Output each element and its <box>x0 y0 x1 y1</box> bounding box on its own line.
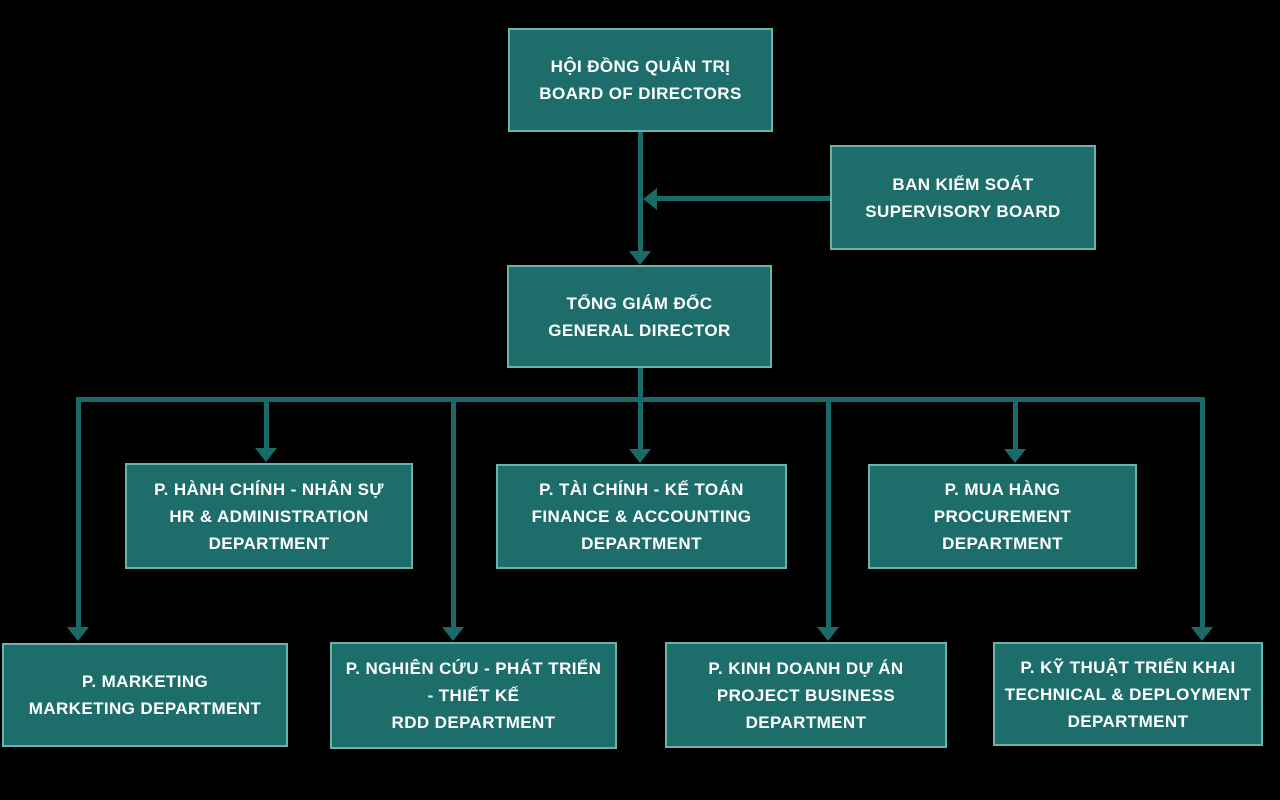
arrowhead-procurement-icon <box>1004 449 1026 463</box>
node-general-director-label: TỔNG GIÁM ĐỐC GENERAL DIRECTOR <box>548 293 731 340</box>
connector-director-to-bus <box>638 367 643 399</box>
node-marketing: P. MARKETING MARKETING DEPARTMENT <box>2 643 288 747</box>
connector-board-to-director <box>638 131 643 251</box>
node-rdd-label: P. NGHIÊN CỨU - PHÁT TRIỂN - THIẾT KẾ RD… <box>345 659 602 732</box>
node-technical-deployment-label: P. KỸ THUẬT TRIỂN KHAI TECHNICAL & DEPLO… <box>1004 657 1252 731</box>
connector-drop-rdd <box>451 397 456 627</box>
arrowhead-project-icon <box>817 627 839 641</box>
node-hr-administration-label: P. HÀNH CHÍNH - NHÂN SỰ HR & ADMINISTRAT… <box>154 479 384 553</box>
node-finance-accounting-label: P. TÀI CHÍNH - KẾ TOÁN FINANCE & ACCOUNT… <box>531 480 752 553</box>
connector-drop-procurement <box>1013 397 1018 450</box>
connector-drop-project <box>826 397 831 627</box>
arrowhead-hr-icon <box>255 448 277 462</box>
arrowhead-technical-icon <box>1191 627 1213 641</box>
node-general-director: TỔNG GIÁM ĐỐC GENERAL DIRECTOR <box>507 265 772 368</box>
connector-supervisory <box>656 196 830 201</box>
node-board-of-directors: HỘI ĐỒNG QUẢN TRỊ BOARD OF DIRECTORS <box>508 28 773 132</box>
arrowhead-supervisory-icon <box>643 188 657 210</box>
node-procurement-label: P. MUA HÀNG PROCUREMENT DEPARTMENT <box>933 480 1072 553</box>
arrowhead-finance-icon <box>629 449 651 463</box>
connector-drop-hr <box>264 397 269 448</box>
node-hr-administration: P. HÀNH CHÍNH - NHÂN SỰ HR & ADMINISTRAT… <box>125 463 413 569</box>
node-supervisory-board-label: BAN KIỂM SOÁT SUPERVISORY BOARD <box>865 174 1061 221</box>
node-board-of-directors-label: HỘI ĐỒNG QUẢN TRỊ BOARD OF DIRECTORS <box>539 57 742 103</box>
node-technical-deployment: P. KỸ THUẬT TRIỂN KHAI TECHNICAL & DEPLO… <box>993 642 1263 746</box>
node-marketing-label: P. MARKETING MARKETING DEPARTMENT <box>28 672 262 718</box>
arrowhead-director-icon <box>629 251 651 265</box>
node-rdd: P. NGHIÊN CỨU - PHÁT TRIỂN - THIẾT KẾ RD… <box>330 642 617 749</box>
node-project-business-label: P. KINH DOANH DỰ ÁN PROJECT BUSINESS DEP… <box>708 658 904 732</box>
connector-drop-marketing <box>76 397 81 627</box>
arrowhead-marketing-icon <box>67 627 89 641</box>
node-procurement: P. MUA HÀNG PROCUREMENT DEPARTMENT <box>868 464 1137 569</box>
connector-drop-technical <box>1200 397 1205 627</box>
node-project-business: P. KINH DOANH DỰ ÁN PROJECT BUSINESS DEP… <box>665 642 947 748</box>
node-finance-accounting: P. TÀI CHÍNH - KẾ TOÁN FINANCE & ACCOUNT… <box>496 464 787 569</box>
arrowhead-rdd-icon <box>442 627 464 641</box>
node-supervisory-board: BAN KIỂM SOÁT SUPERVISORY BOARD <box>830 145 1096 250</box>
connector-drop-finance <box>638 397 643 450</box>
